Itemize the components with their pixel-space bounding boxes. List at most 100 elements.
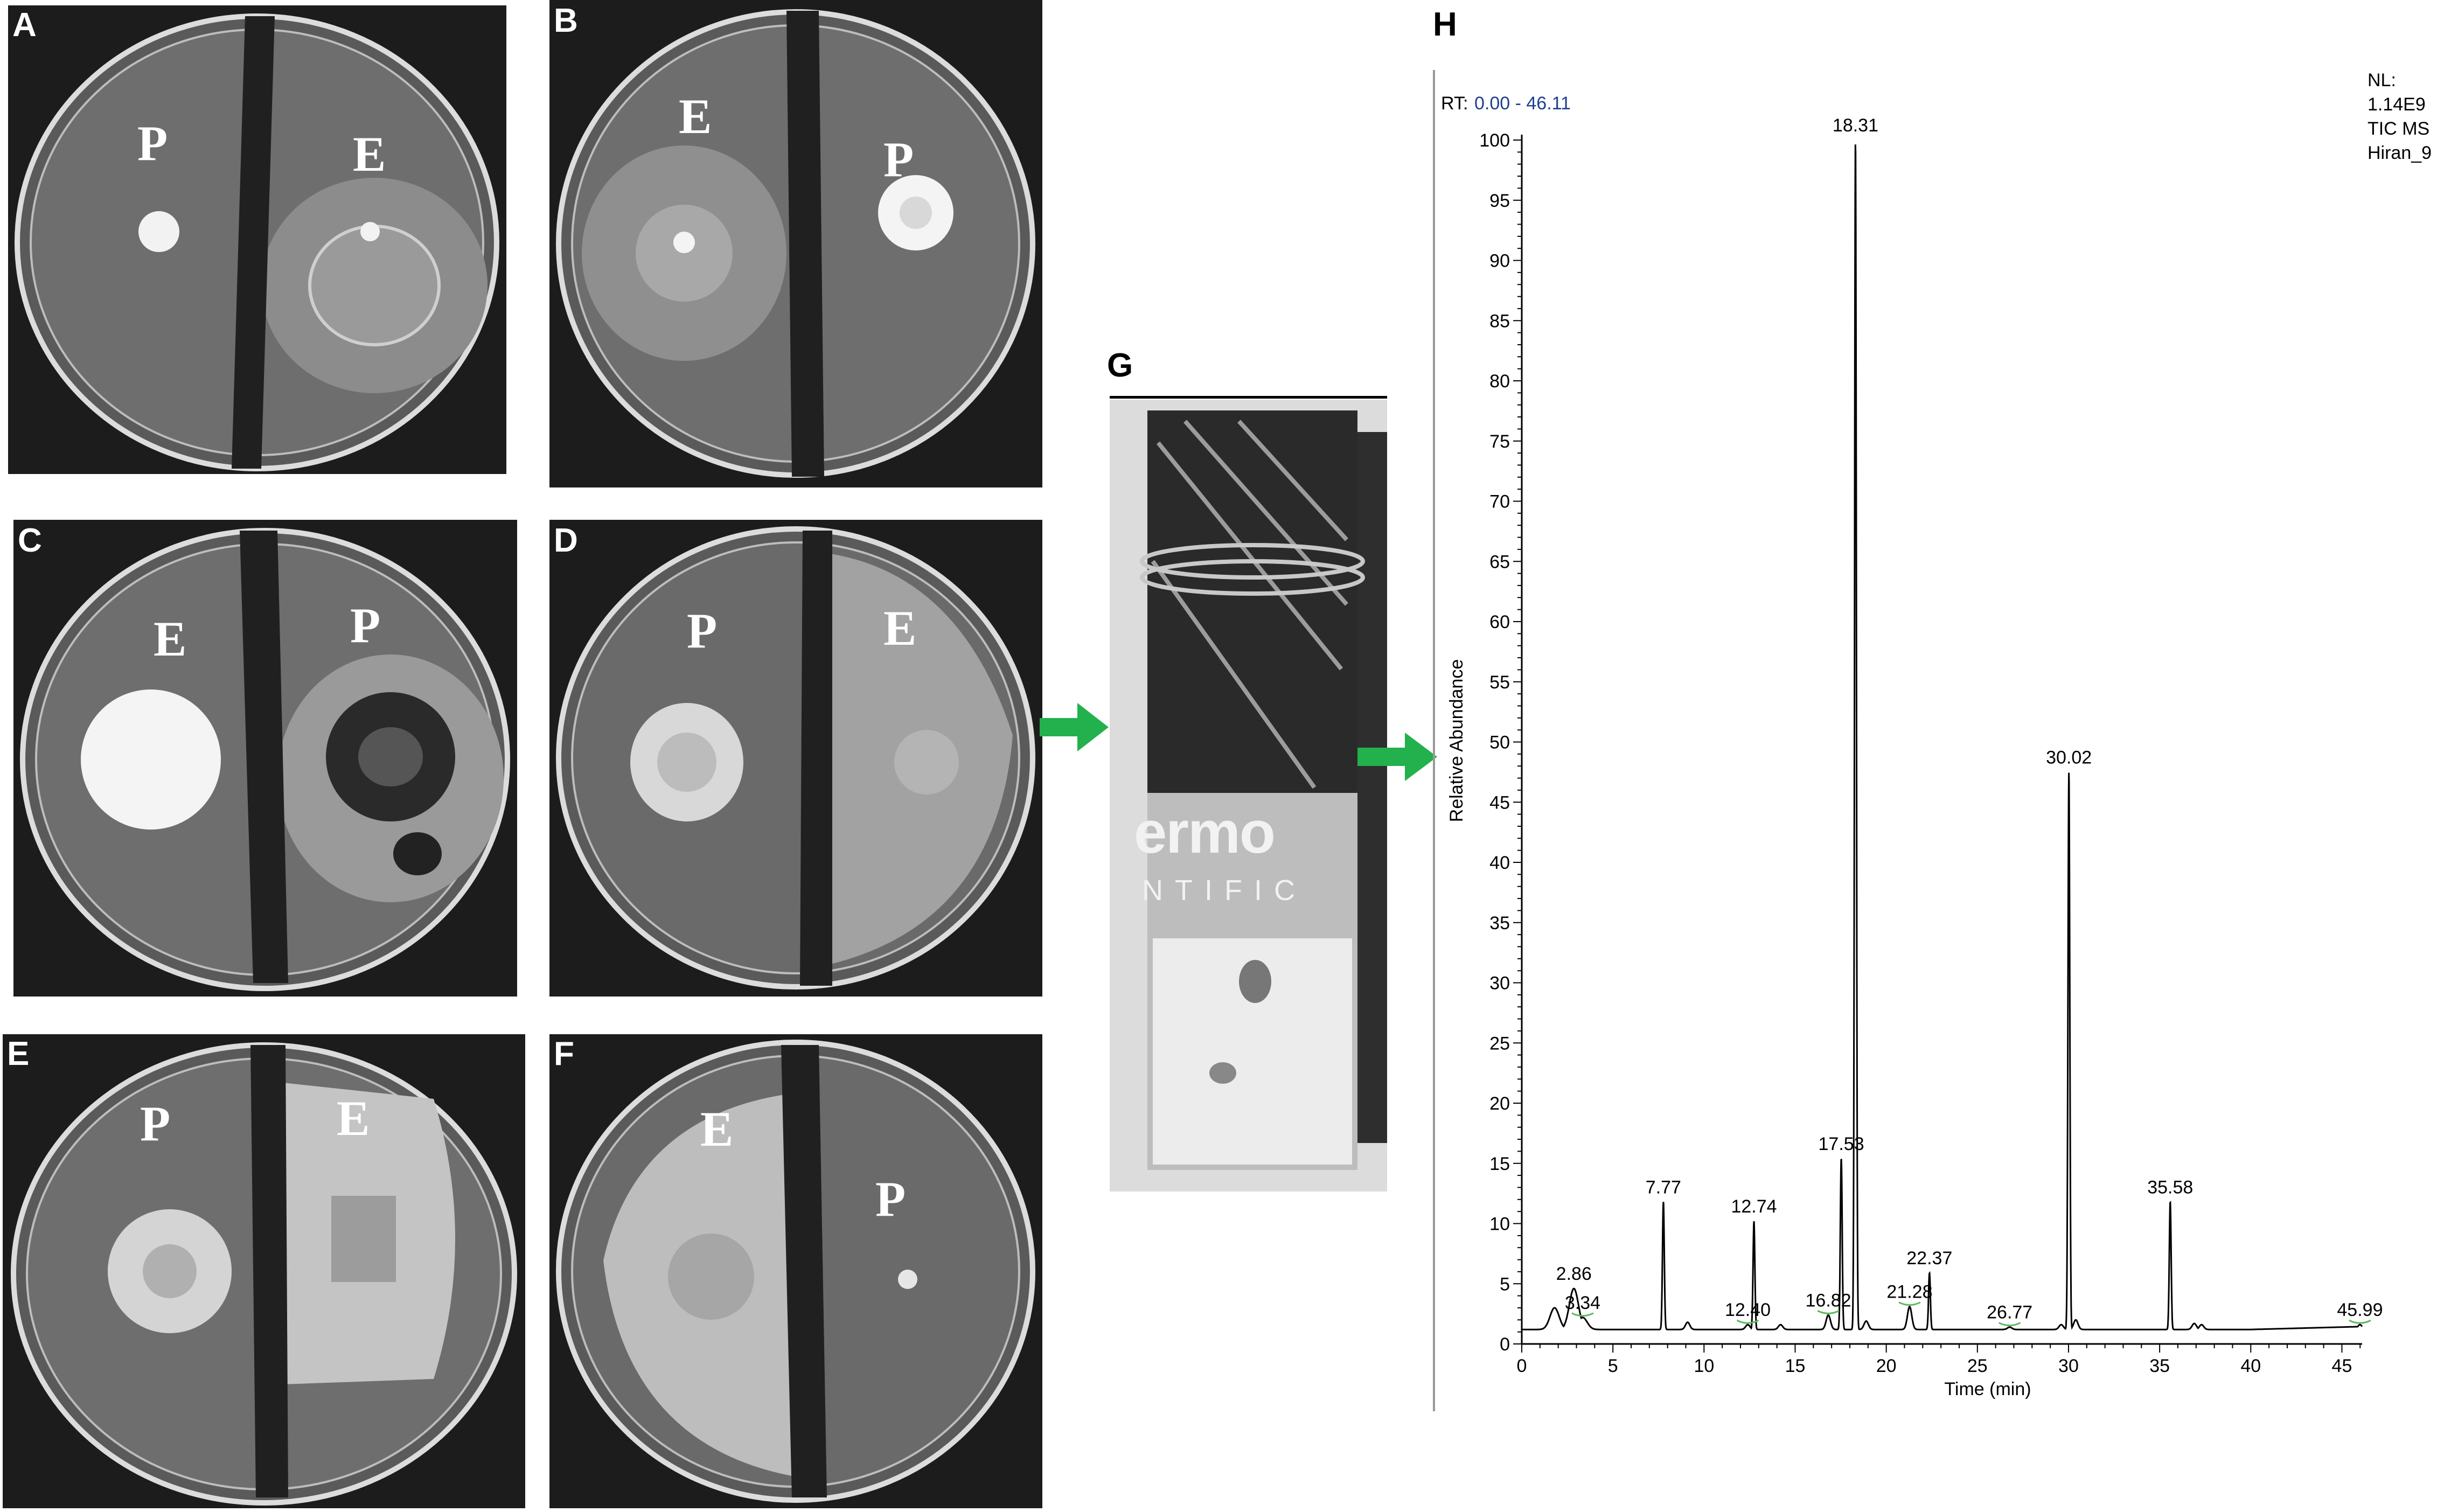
peak-label: 2.86 [1556,1264,1592,1284]
y-tick-label: 70 [1489,492,1510,512]
x-tick-label: 30 [2058,1356,2079,1376]
petri-dish-illustration [11,1042,517,1506]
petri-dish-illustration [556,1040,1035,1503]
y-tick-label: 85 [1489,311,1510,331]
peak-label: 16.82 [1806,1290,1851,1311]
panel-label: E [7,1035,30,1072]
x-tick-label: 5 [1608,1356,1618,1376]
x-tick-label: 0 [1517,1356,1527,1376]
panel-f-dish-photo: F E P [549,1034,1042,1508]
peak-label: 22.37 [1906,1248,1952,1269]
y-tick-label: 65 [1489,552,1510,572]
y-tick-label: 45 [1489,792,1510,813]
y-tick-label: 40 [1489,853,1510,873]
peak-integration-mark [1817,1310,1840,1314]
y-tick-label: 75 [1489,431,1510,452]
y-tick-label: 95 [1489,191,1510,211]
petri-dish-illustration [556,526,1035,990]
vial-brand-logo-subtext: NTIFIC [1142,874,1307,907]
y-tick-label: 55 [1489,672,1510,693]
peak-integration-mark [1571,1312,1594,1317]
panel-c-dish-photo: C E P [13,520,517,997]
panel-label: A [12,6,37,44]
x-tick-label: 35 [2149,1356,2170,1376]
chromatogram-trace [1522,144,2363,1330]
organism-label-p: P [875,1172,906,1227]
peak-label: 17.53 [1819,1134,1864,1154]
peak-label: 3.34 [1565,1293,1600,1313]
panel-label: H [1433,6,1457,43]
organism-label-e: E [700,1102,734,1156]
y-axis-label: Relative Abundance [1446,659,1467,822]
nl-text-line: 1.14E9 [2368,94,2426,115]
organism-label-e: E [679,89,712,144]
vial-brand-logo-text: ermo [1134,799,1276,866]
peak-integration-mark [1999,1322,2021,1327]
panel-a-dish-photo: A P E [8,5,506,474]
y-tick-label: 50 [1489,733,1510,753]
organism-label-e: E [154,611,187,666]
peak-label: 18.31 [1833,115,1878,136]
y-tick-label: 5 [1500,1274,1510,1294]
organism-label-p: P [687,603,718,658]
peak-label: 7.77 [1646,1177,1681,1197]
organism-label-p: P [137,116,168,171]
petri-dish-illustration [556,9,1035,478]
panel-label: G [1107,347,1133,384]
organism-label-p: P [883,132,914,187]
rt-prefix: RT: [1441,93,1468,114]
organism-label-p: P [350,598,381,653]
y-tick-label: 25 [1489,1033,1510,1054]
x-axis-label: Time (min) [1944,1379,2031,1399]
y-tick-label: 100 [1479,130,1510,151]
peak-integration-mark [1898,1301,1921,1306]
nl-text-line: Hiran_9 [2368,143,2432,163]
petri-dish-illustration [15,13,499,471]
panel-b-dish-photo: B E P [549,0,1042,487]
panel-g-vial-photo: ermo NTIFIC [1110,400,1387,1192]
flow-arrow-icon [1040,703,1109,751]
x-tick-label: 40 [2240,1356,2261,1376]
panel-label: B [554,2,578,39]
chromatogram-line [1522,144,2363,1330]
panel-d-dish-photo: D P E [549,520,1042,997]
panel-label: C [18,522,42,559]
peak-label: 21.28 [1886,1282,1932,1302]
y-tick-label: 90 [1489,251,1510,271]
vial-illustration [1110,400,1387,1192]
y-tick-label: 0 [1500,1334,1510,1355]
x-tick-label: 25 [1967,1356,1988,1376]
organism-label-e: E [883,601,917,656]
organism-label-e: E [337,1091,370,1146]
panel-label: D [554,522,578,559]
nl-text-line: TIC MS [2368,119,2429,139]
panel-g-divider-line [1110,396,1387,399]
peak-labels: 2.86 3.34 7.77 12.40 12.74 16.82 17.53 18.31 21.… [1556,115,2383,1327]
x-tick-label: 10 [1694,1356,1714,1376]
y-tick-label: 35 [1489,913,1510,933]
flow-arrow-icon [1357,733,1437,781]
peak-label: 26.77 [1987,1302,2032,1323]
nl-text-line: NL: [2368,70,2396,90]
y-tick-label: 10 [1489,1214,1510,1235]
x-tick-label: 20 [1876,1356,1897,1376]
x-tick-label: 15 [1785,1356,1806,1376]
petri-dish-illustration [20,528,510,991]
panel-label: F [554,1035,574,1072]
panel-h-vertical-rule [1433,70,1435,1411]
y-tick-label: 60 [1489,612,1510,632]
organism-label-p: P [140,1096,171,1151]
peak-label: 45.99 [2337,1300,2383,1320]
y-tick-label: 20 [1489,1093,1510,1114]
panel-e-dish-photo: E P E [3,1034,525,1508]
rt-range-value: 0.00 - 46.11 [1474,93,1571,114]
peak-label: 12.40 [1725,1300,1771,1320]
x-tick-label: 45 [2332,1356,2352,1376]
y-tick-label: 30 [1489,973,1510,994]
peak-label: 12.74 [1731,1196,1777,1217]
organism-label-e: E [353,127,386,182]
peak-integration-mark [1736,1319,1759,1324]
peak-label: 35.58 [2147,1177,2193,1197]
